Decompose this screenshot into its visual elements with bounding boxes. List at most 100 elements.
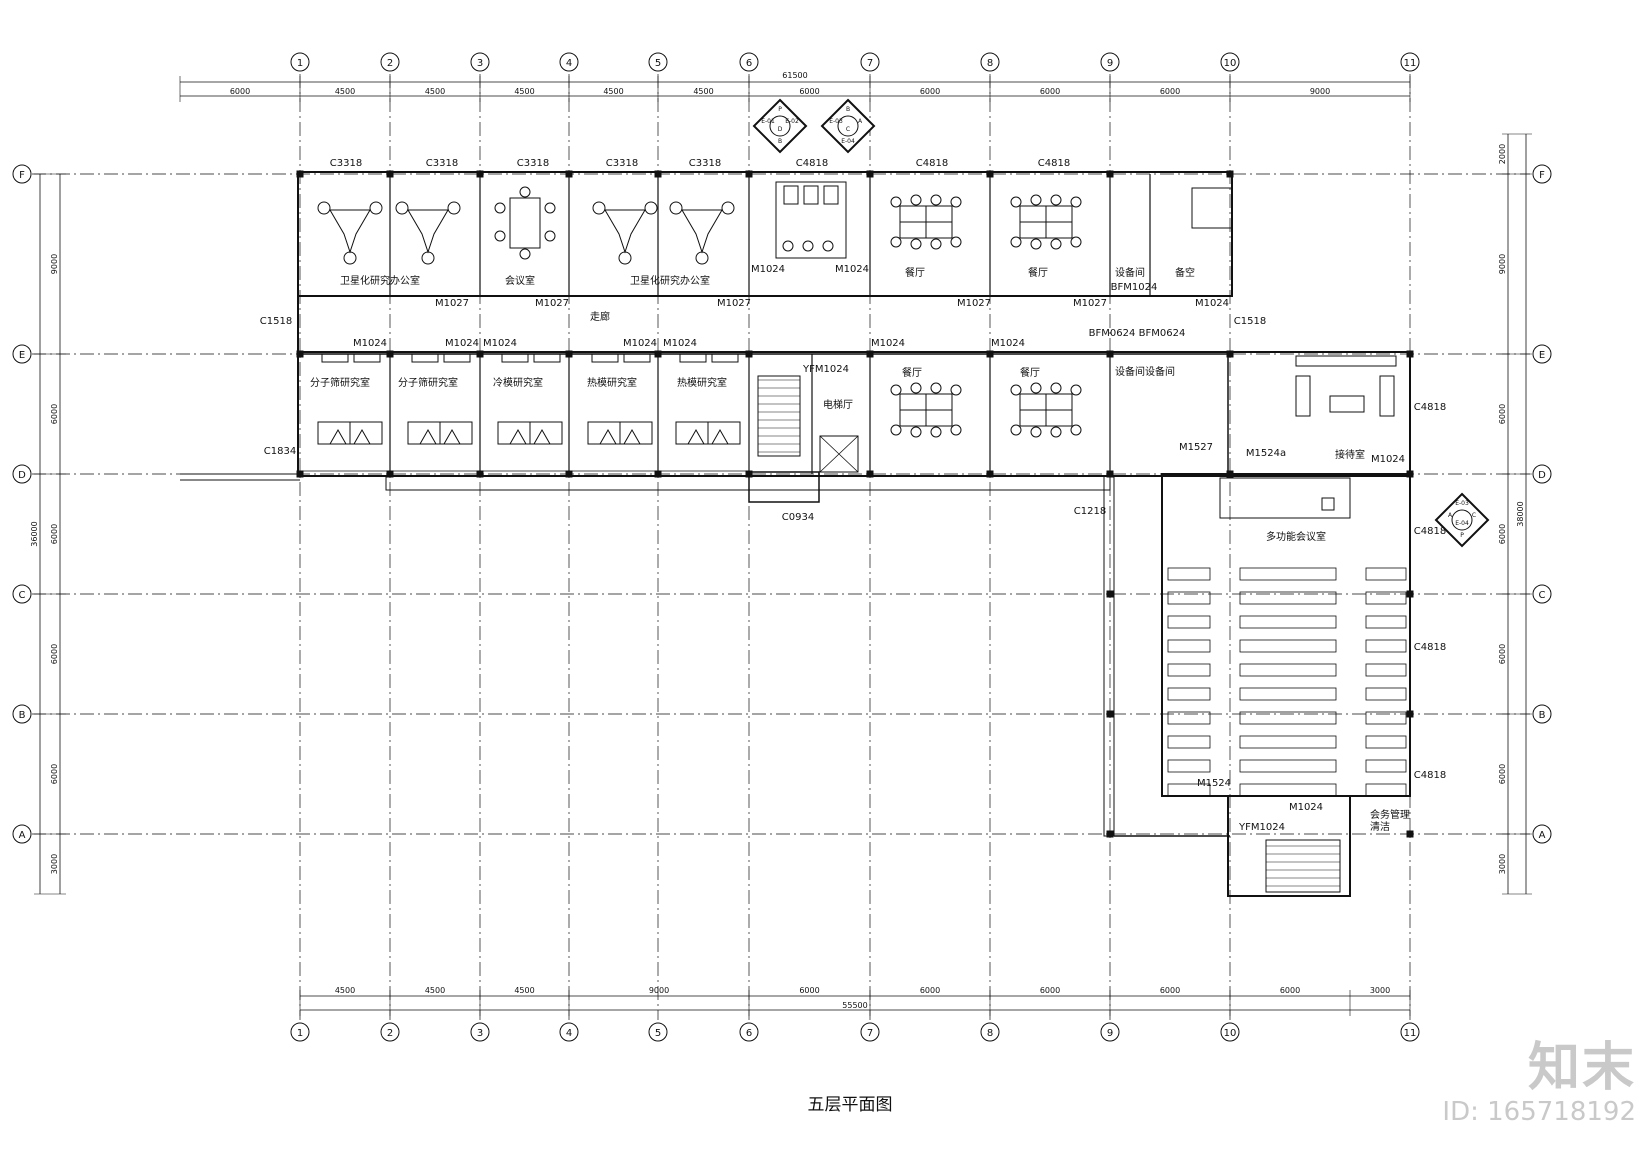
chair [950,384,962,396]
lift-car [819,435,859,473]
axis-bubble-right-E [1532,344,1552,364]
seat-row-left [1167,687,1211,701]
seat-row-left [1167,735,1211,749]
chair [1050,382,1062,394]
column [866,170,874,178]
column [1106,470,1114,478]
opening-label-15: M1024 [1195,298,1229,309]
axis-label-top-1: 1 [297,58,303,69]
chair [494,230,506,242]
wall-north-block [297,171,1233,297]
opening-label-29: C1834 [264,446,296,457]
column [1106,590,1114,598]
chair [544,202,556,214]
room-label-16: 设备间 [1115,365,1145,378]
dim-right-6: 3000 [1498,854,1507,874]
opening-label-7: C4818 [1038,158,1070,169]
opening-label-23: M1024 [483,338,517,349]
cabinet [711,353,739,363]
seat-row-left [1167,783,1211,797]
chair [950,236,962,248]
axis-bubble-top-1 [290,52,310,72]
coffee-table [1329,395,1365,413]
opening-label-11: M1024 [751,264,785,275]
chair [1030,382,1042,394]
chair [1010,384,1022,396]
room-label-14: 餐厅 [902,366,922,379]
axis-label-left-B: B [19,710,26,721]
dining-set-4 [1010,382,1082,438]
chair [890,424,902,436]
opening-label-36: C4818 [1414,642,1446,653]
seat-row-center [1239,591,1337,605]
chair [317,201,331,215]
toilet-block [775,181,847,259]
seat-row-right [1365,711,1407,725]
chair [1010,424,1022,436]
chair [353,428,371,445]
room-label-0: 卫星化研究办公室 [340,274,420,287]
axis-bubble-left-A [12,824,32,844]
dim-bottom-7: 6000 [1160,986,1180,995]
seat-row-center [1239,615,1337,629]
seat-row-right [1365,759,1407,773]
column [1406,710,1414,718]
column [296,470,304,478]
chair [623,428,641,445]
cabinet [411,353,439,363]
seat-row-center [1239,759,1337,773]
index-text: E-04 [841,138,855,145]
chair [890,384,902,396]
chair [950,424,962,436]
chair [1010,236,1022,248]
index-diamond [752,98,808,154]
dining-set-2 [1010,194,1082,250]
sofa [1379,375,1395,417]
index-text: B [778,138,782,145]
cabinet [321,353,349,363]
column [1106,710,1114,718]
index-text: E-04 [1455,520,1469,527]
column [654,170,662,178]
column [476,470,484,478]
index-diamond [1434,492,1490,548]
column [986,350,994,358]
axis-bubble-bottom-9 [1100,1022,1120,1042]
seat-row-right [1365,591,1407,605]
chair [1050,238,1062,250]
room-labels: 卫星化研究办公室会议室卫星化研究办公室餐厅餐厅设备间备空走廊分子筛研究室分子筛研… [310,266,1410,833]
room-label-7: 走廊 [590,310,610,323]
dim-left-0: 9000 [50,254,59,274]
index-text: A [1448,512,1453,519]
axis-label-right-D: D [1538,470,1546,481]
chair [687,428,705,445]
index-text: P [778,106,782,113]
opening-label-6: C4818 [916,158,948,169]
seat-row-center [1239,687,1337,701]
index-diamond [820,98,876,154]
seat-row-center [1239,567,1337,581]
workstation-pod [604,209,646,254]
axis-bubble-bottom-8 [980,1022,1000,1042]
chair [890,196,902,208]
room-label-18: 接待室 [1335,448,1365,461]
axis-bubble-top-5 [648,52,668,72]
axis-label-top-4: 4 [566,58,572,69]
cabinet [353,353,381,363]
chair [329,428,347,445]
index-text: D [778,126,783,133]
dim-bottom-0: 4500 [335,986,355,995]
chair [950,196,962,208]
dim-left-5: 3000 [50,854,59,874]
chair [1030,426,1042,438]
seat-row-center [1239,663,1337,677]
chair [1010,196,1022,208]
column [745,470,753,478]
opening-label-31: M1527 [1179,442,1213,453]
dim-top-overall-text: 61500 [782,71,807,80]
